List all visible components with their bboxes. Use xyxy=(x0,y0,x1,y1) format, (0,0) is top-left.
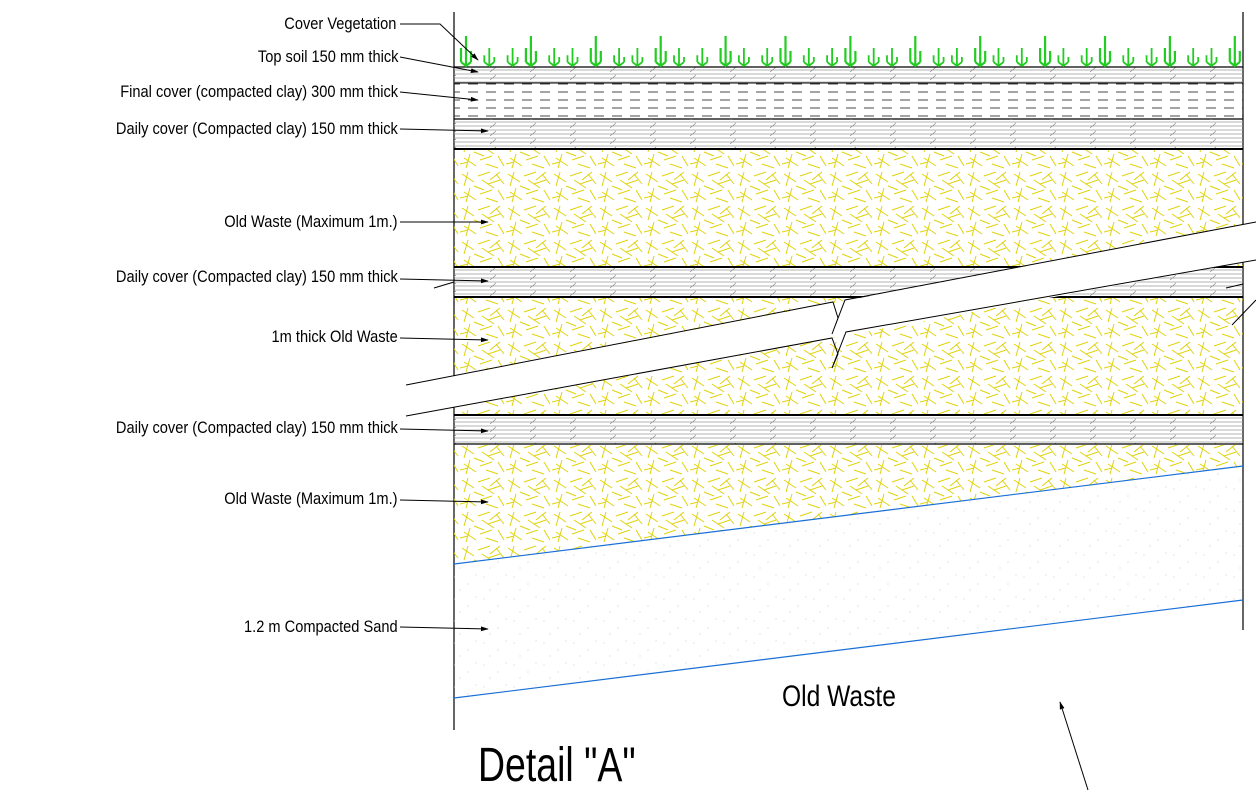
detail-title: Detail "A" xyxy=(478,739,636,792)
vegetation-tuft xyxy=(992,48,1005,68)
vegetation-tuft xyxy=(974,36,987,68)
vegetation-tuft xyxy=(1080,48,1093,68)
vegetation-tuft xyxy=(719,36,732,68)
break-line-top xyxy=(405,221,1256,386)
label-top-soil: Top soil 150 mm thick xyxy=(257,47,398,66)
vegetation-tuft xyxy=(1205,48,1218,68)
vegetation-tuft xyxy=(566,48,579,68)
vegetation-tuft xyxy=(867,48,880,68)
vegetation-tuft xyxy=(483,48,496,68)
sand-bottom-boundary xyxy=(453,599,1244,699)
label-cover-vegetation: Cover Vegetation xyxy=(283,14,396,33)
label-daily-cover-3: Daily cover (Compacted clay) 150 mm thic… xyxy=(116,418,398,437)
vegetation-tuft xyxy=(1015,48,1028,68)
vegetation-tuft xyxy=(932,48,945,68)
vegetation-tuft xyxy=(844,36,857,68)
compacted-sand-layer xyxy=(454,466,1243,698)
break-band xyxy=(406,222,1256,416)
label-final-cover: Final cover (compacted clay) 300 mm thic… xyxy=(120,82,398,101)
label-old-waste-2: Old Waste (Maximum 1m.) xyxy=(224,489,398,508)
vegetation-tuft xyxy=(654,36,667,68)
label-old-waste-bottom: Old Waste xyxy=(782,680,896,713)
cover-vegetation-plants xyxy=(459,36,1241,68)
vegetation-tuft xyxy=(1187,48,1200,68)
vegetation-tuft xyxy=(761,48,774,68)
vegetation-tuft xyxy=(673,48,685,68)
daily-cover-layer-1 xyxy=(454,119,1243,149)
label-1m-old-waste: 1m thick Old Waste xyxy=(271,327,398,346)
vegetation-tuft xyxy=(1228,36,1241,68)
vegetation-tuft xyxy=(826,48,838,68)
vegetation-tuft xyxy=(802,48,815,68)
old-waste-layer-1 xyxy=(454,150,1243,266)
vegetation-tuft xyxy=(951,48,963,68)
daily-cover-layer-3 xyxy=(454,416,1243,444)
label-daily-cover-2: Daily cover (Compacted clay) 150 mm thic… xyxy=(116,267,398,286)
label-daily-cover-1: Daily cover (Compacted clay) 150 mm thic… xyxy=(116,119,398,138)
vegetation-tuft xyxy=(738,48,750,68)
final-cover-layer xyxy=(454,83,1243,119)
vegetation-tuft xyxy=(589,36,602,68)
vegetation-tuft xyxy=(886,48,898,68)
label-old-waste-1: Old Waste (Maximum 1m.) xyxy=(224,212,398,231)
vegetation-tuft xyxy=(631,48,644,68)
vegetation-tuft xyxy=(548,48,561,68)
vegetation-tuft xyxy=(613,48,625,68)
sand-top-boundary xyxy=(453,465,1244,565)
vegetation-tuft xyxy=(1039,36,1052,68)
vegetation-tuft xyxy=(909,36,922,68)
vegetation-tuft xyxy=(696,48,709,68)
vegetation-tuft xyxy=(779,36,792,68)
vegetation-tuft xyxy=(1122,48,1135,68)
vegetation-tuft xyxy=(1057,48,1070,68)
top-soil-layer xyxy=(454,67,1243,83)
vegetation-tuft xyxy=(524,36,537,68)
old-waste-layer-3 xyxy=(454,445,1243,564)
vegetation-tuft xyxy=(459,36,473,68)
vegetation-tuft xyxy=(506,48,519,68)
label-compacted-sand: 1.2 m Compacted Sand xyxy=(244,617,398,636)
vegetation-tuft xyxy=(1163,36,1176,68)
vegetation-tuft xyxy=(1145,48,1158,68)
vegetation-tuft xyxy=(1098,36,1112,68)
break-line-bottom xyxy=(405,259,1256,417)
